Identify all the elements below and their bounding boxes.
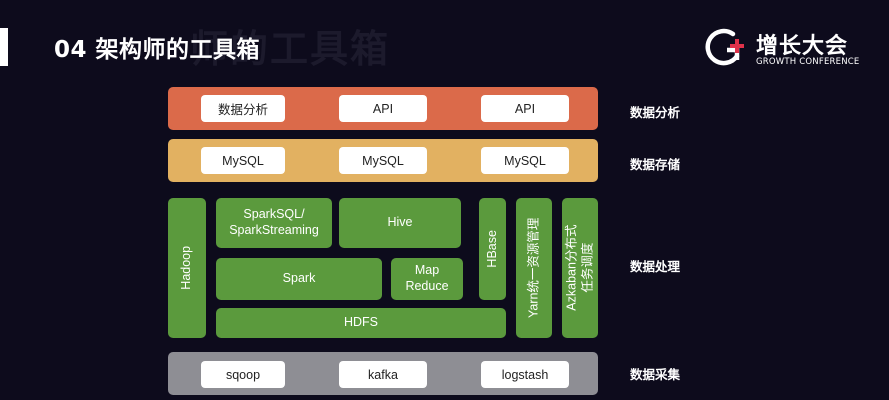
page-title: 04 架构师的工具箱 [54, 37, 261, 63]
hbase-block: HBase [479, 198, 506, 300]
storage-item: MySQL [339, 147, 427, 174]
title-accent-bar [0, 28, 8, 66]
analysis-item: API [481, 95, 569, 122]
collection-item: kafka [339, 361, 427, 388]
logo-text-cn: 增长大会 [756, 34, 849, 59]
hdfs-block: HDFS [216, 308, 506, 338]
layer-label-storage: 数据存储 [630, 157, 681, 172]
collection-item: sqoop [201, 361, 285, 388]
layer-label-collection: 数据采集 [630, 367, 681, 382]
collection-item: logstash [481, 361, 569, 388]
yarn-block: Yarn统一资源管理 [516, 198, 552, 338]
azkaban-block: Azkaban分布式 任务调度 [562, 198, 598, 338]
growth-conference-logo-icon [705, 28, 744, 66]
analysis-item: API [339, 95, 427, 122]
sparksql-block: SparkSQL/ SparkStreaming [216, 198, 332, 248]
hadoop-block: Hadoop [168, 198, 206, 338]
storage-item: MySQL [481, 147, 569, 174]
mapreduce-block: Map Reduce [391, 258, 463, 300]
layer-label-analysis: 数据分析 [630, 105, 681, 120]
layer-label-processing: 数据处理 [630, 259, 681, 274]
storage-item: MySQL [201, 147, 285, 174]
logo-text-en: GROWTH CONFERENCE [756, 57, 860, 67]
title-watermark: 师的工具箱 [190, 27, 391, 71]
analysis-item: 数据分析 [201, 95, 285, 122]
hive-block: Hive [339, 198, 461, 248]
spark-block: Spark [216, 258, 382, 300]
